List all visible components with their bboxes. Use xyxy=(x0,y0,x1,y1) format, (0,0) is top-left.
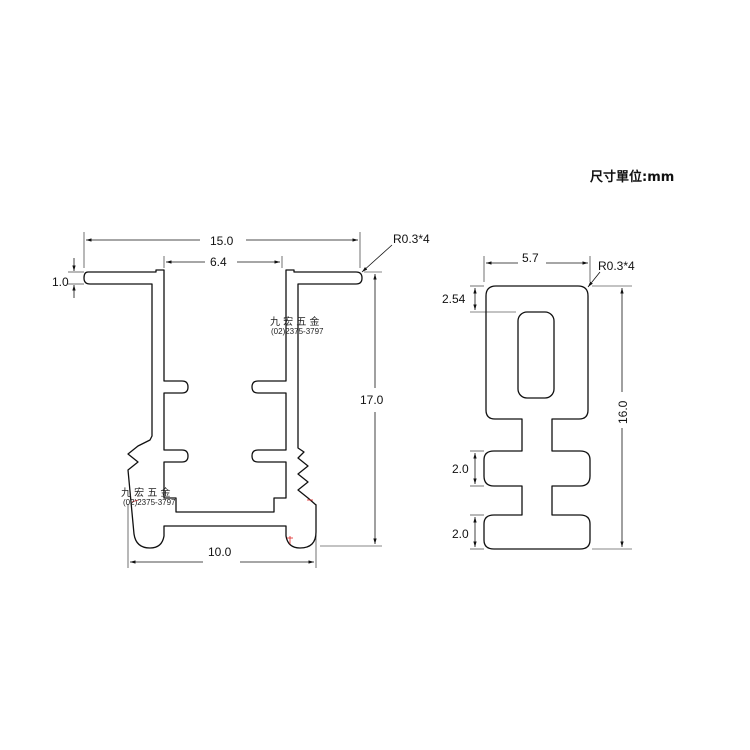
dim-flange-thickness: 1.0 xyxy=(52,275,69,289)
radius-note-right: R0.3*4 xyxy=(598,259,635,273)
unit-label: 尺寸單位:mm xyxy=(590,169,674,185)
dim-height-right: 16.0 xyxy=(616,400,630,424)
dim-fin-1: 2.0 xyxy=(452,462,469,476)
dim-height-left: 17.0 xyxy=(360,393,384,407)
dim-top-right: 2.54 xyxy=(442,292,466,306)
right-profile xyxy=(484,286,590,549)
dim-opening: 6.4 xyxy=(210,255,227,269)
dim-bottom-width: 10.0 xyxy=(208,545,232,559)
radius-note-left: R0.3*4 xyxy=(393,232,430,246)
dim-width-right: 5.7 xyxy=(522,251,539,265)
watermark-phone-1: (02)2375-3797 xyxy=(271,327,324,336)
dim-total-width: 15.0 xyxy=(210,234,234,248)
watermark-phone-2: (02)2375-3797 xyxy=(123,498,176,507)
right-profile-slot xyxy=(518,312,554,398)
dim-fin-2: 2.0 xyxy=(452,527,469,541)
